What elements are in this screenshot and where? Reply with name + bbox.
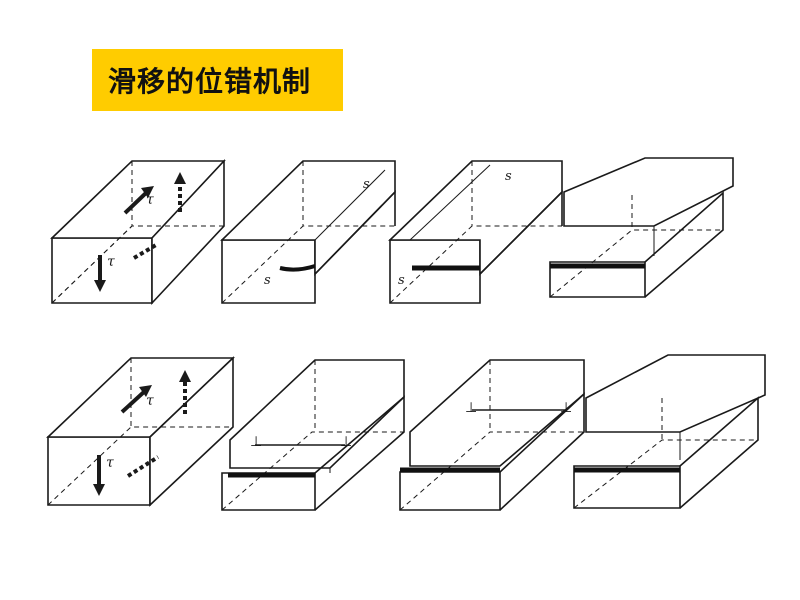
tau-label-1b: τ bbox=[107, 254, 115, 270]
block-1-4 bbox=[550, 158, 733, 297]
block-2-1 bbox=[48, 358, 233, 505]
dislocation-edge-2a: ⊥ bbox=[250, 434, 262, 450]
block-2-2 bbox=[222, 360, 404, 510]
dislocation-s-1d: s bbox=[398, 273, 405, 288]
tau-label-2b: τ bbox=[106, 455, 114, 471]
slide-title: 滑移的位错机制 bbox=[108, 65, 312, 98]
block-2-4 bbox=[574, 355, 765, 508]
row-2-edge: τ τ ⊥ ⊥ ⊥ ⊥ bbox=[48, 355, 765, 510]
dislocation-edge-2c: ⊥ bbox=[465, 400, 477, 416]
dislocation-s-1b: s bbox=[264, 273, 271, 288]
dislocation-edge-2b: ⊥ bbox=[340, 434, 352, 450]
block-1-1 bbox=[52, 161, 224, 303]
slide-title-box: 滑移的位错机制 bbox=[92, 49, 343, 111]
tau-label-1a: τ bbox=[146, 192, 154, 208]
block-1-3 bbox=[390, 161, 562, 303]
row-1-screw: τ τ s s s s bbox=[52, 158, 733, 303]
dislocation-s-1a: s bbox=[363, 177, 370, 192]
tau-label-2a: τ bbox=[146, 393, 154, 409]
dislocation-s-1c: s bbox=[505, 169, 512, 184]
block-2-3 bbox=[400, 360, 584, 510]
block-1-2 bbox=[222, 161, 395, 303]
dislocation-edge-2d: ⊥ bbox=[560, 400, 572, 416]
